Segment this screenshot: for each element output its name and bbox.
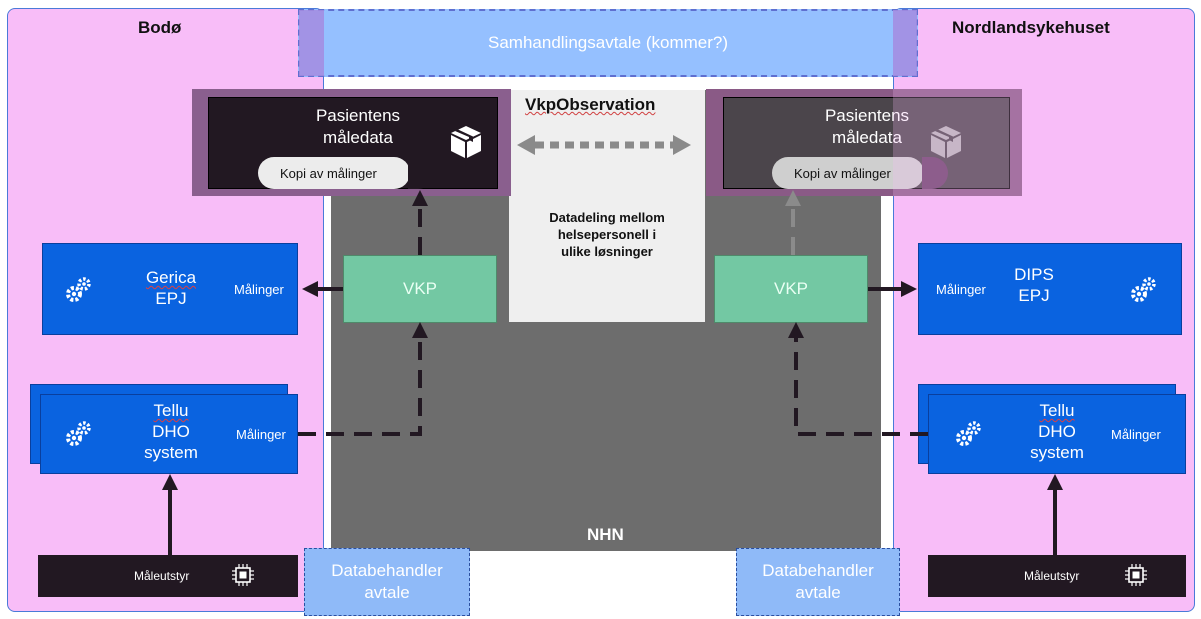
gears-icon — [956, 421, 981, 446]
device-label-left: Måleutstyr — [134, 569, 190, 583]
vkp-label-left: VKP — [402, 279, 438, 298]
region-title-nordlandsykehuset: Nordlandsykehuset — [952, 18, 1110, 37]
patient-data-line2-right: måledata — [832, 128, 902, 147]
arrowhead-dho-right — [1047, 474, 1063, 490]
dips-epj-title: DIPS EPJ — [1004, 264, 1064, 306]
tellu-dho-title-right: Tellu DHO system — [1022, 400, 1092, 463]
dho-to-vkp-left-connector — [298, 337, 422, 436]
patient-data-title-right: Pasientens måledata — [797, 105, 937, 149]
dba-line1-right: Databehandler — [762, 561, 874, 580]
vkp-observation-title: VkpObservation — [525, 95, 656, 114]
tellu-dho-title-left: Tellu DHO system — [136, 400, 206, 463]
tellu-dho-box-left — [40, 394, 298, 474]
epj-label-right: EPJ — [1018, 286, 1050, 305]
dba-box-right: Databehandler avtale — [736, 548, 900, 616]
gears-icon — [1131, 277, 1156, 302]
arrowhead-patientdata-left — [412, 190, 428, 206]
dho-to-vkp-right-connector — [794, 337, 928, 436]
measurements-label-dho-right: Målinger — [1111, 427, 1161, 442]
nhn-label: NHN — [587, 525, 624, 544]
dba-line2-left: avtale — [364, 583, 410, 602]
copy-pill-left: Kopi av målinger — [258, 157, 410, 189]
observation-line-1: Datadeling mellom — [549, 210, 665, 225]
measurements-label-dho-left: Målinger — [236, 427, 286, 442]
copy-pill-cap-right — [922, 157, 948, 189]
arrowhead-vkp-left — [412, 322, 428, 338]
arrowhead-gerica — [302, 281, 318, 297]
device-label-right: Måleutstyr — [1024, 569, 1080, 583]
region-title-bodo: Bodø — [138, 18, 182, 37]
chip-icon — [1125, 564, 1147, 586]
right-frame-tint — [893, 89, 1022, 196]
measurements-label-dips: Målinger — [936, 282, 986, 297]
gears-icon — [66, 421, 91, 446]
patient-data-line1-right: Pasientens — [824, 106, 910, 125]
overlap-right — [893, 10, 917, 76]
gears-icon — [66, 277, 91, 302]
device-box-left: Måleutstyr — [38, 555, 298, 597]
copy-label-left: Kopi av målinger — [280, 165, 377, 181]
system-label-left: system — [144, 443, 198, 462]
arrowhead-vkp-right — [788, 322, 804, 338]
samhandlingsavtale-label: Samhandlingsavtale (kommer?) — [488, 33, 728, 52]
tellu-label-right: Tellu — [1039, 401, 1075, 420]
exchange-arrow — [517, 135, 691, 155]
arrowhead-dho-left — [162, 474, 178, 490]
tellu-label-left: Tellu — [153, 401, 189, 420]
observation-line-3: ulike løsninger — [561, 244, 653, 259]
arrowhead-dips — [901, 281, 917, 297]
chip-icon — [232, 564, 254, 586]
patient-data-line1-left: Pasientens — [315, 106, 401, 125]
dba-line1-left: Databehandler — [331, 561, 443, 580]
copy-label-right: Kopi av målinger — [794, 165, 891, 181]
dho-label-left: DHO — [152, 422, 190, 441]
dips-label: DIPS — [1014, 265, 1054, 284]
system-label-right: system — [1030, 443, 1084, 462]
package-box-icon — [931, 126, 961, 158]
patient-data-line2-left: måledata — [323, 128, 393, 147]
vkp-box-right: VKP — [714, 255, 868, 323]
samhandlingsavtale-box: Samhandlingsavtale (kommer?) — [298, 9, 918, 77]
arrowhead-patientdata-right — [785, 190, 801, 206]
observation-panel — [509, 90, 705, 322]
observation-line-2: helsepersonell i — [557, 227, 657, 242]
gerica-label: Gerica — [145, 268, 197, 287]
measurements-label-gerica: Målinger — [234, 282, 284, 297]
dho-label-right: DHO — [1038, 422, 1076, 441]
package-box-icon — [451, 126, 481, 158]
dba-box-left: Databehandler avtale — [304, 548, 470, 616]
vkp-label-right: VKP — [773, 279, 809, 298]
patient-data-title-left: Pasientens måledata — [288, 105, 428, 149]
copy-pill-cap-left — [408, 157, 434, 189]
epj-label-left: EPJ — [155, 289, 187, 308]
observation-description: Datadeling mellom helsepersonell i ulike… — [509, 209, 705, 260]
gerica-epj-title: Gerica EPJ — [126, 267, 216, 309]
copy-pill-right: Kopi av målinger — [772, 157, 924, 189]
overlap-left — [299, 10, 324, 76]
dba-line2-right: avtale — [795, 583, 841, 602]
